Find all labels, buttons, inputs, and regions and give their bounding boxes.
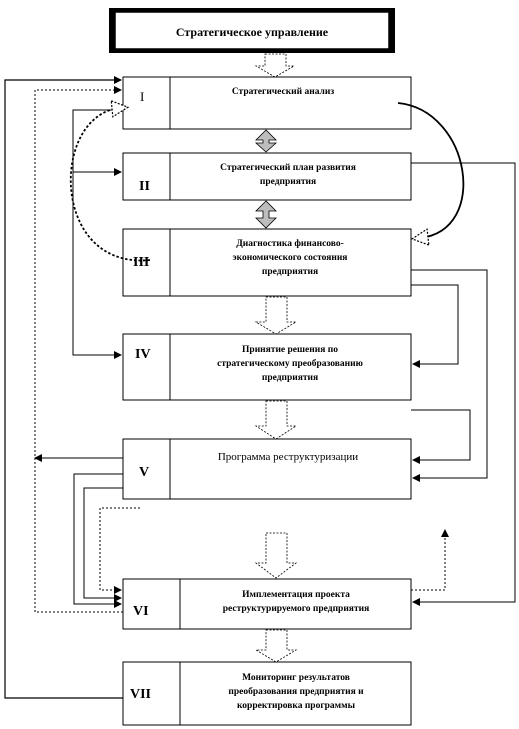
title-text: Стратегическое управление [176,25,329,39]
loop-5-to-6-a [73,473,123,608]
stage-label-3-line-2: экономического состояния [233,253,348,263]
stage-box-6: VI Имплементация проекта реструктурируем… [122,578,412,630]
stage-label-1-line-1: Стратегический анализ [232,86,335,97]
stage-label-6-line-1: Имплементация проекта [242,590,350,600]
loop-2-to-4-left [72,172,122,359]
loop-2-to-6-right [411,162,516,606]
stage-box-3: III Диагностика финансово- экономическог… [122,228,412,297]
stage-numeral-4: IV [135,347,151,362]
stage-label-7-line-2: преобразования предприятия и [228,686,364,697]
feedback-lines [4,76,516,699]
stage-label-4-line-1: Принятие решения по [242,345,338,355]
stage-label-2-line-2: предприятия [260,177,316,187]
arrow-6-to-7 [254,629,298,663]
stage-numeral-1: I [140,89,144,104]
arrow-5-to-6 [254,532,298,579]
stage-box-4: IV Принятие решения по стратегическому п… [122,333,412,401]
stage-label-4-line-2: стратегическому преобразованию [217,358,363,369]
loop-6-to-1-dotted [34,86,123,613]
stage-label-7-line-1: Мониторинг результатов [242,673,350,683]
arrow-3-to-4 [254,296,298,335]
stage-numeral-3: III [133,255,149,270]
loop-6-up-dotted [411,529,449,591]
curve-1-to-3 [397,102,465,238]
stage-numeral-5: V [139,465,149,480]
curve-3-to-1 [69,108,151,262]
stage-box-1: I Стратегический анализ [122,76,412,130]
loop-5-to-6-b [83,487,123,602]
stage-box-2: II Стратегический план развития предприя… [122,152,412,201]
stage-box-7: VII Мониторинг результатов преобразовани… [122,661,412,726]
arrow-1-to-2 [254,129,278,153]
stage-label-3-line-3: предприятия [262,267,318,277]
stage-numeral-2: II [139,179,150,194]
arrow-2-to-3 [255,200,277,229]
stage-label-5-line-1: Программа реструктуризации [218,451,358,463]
loop-3-to-5-right [411,269,488,482]
stage-label-6-line-2: реструктурируемого предприятия [223,604,369,614]
stage-numeral-6: VI [133,604,149,619]
stage-label-3-line-1: Диагностика финансово- [236,238,344,249]
loop-4-to-5-right [411,409,471,464]
loop-7-to-1 [4,76,123,699]
loop-1-to-2-left [72,109,123,176]
loop-3-to-4-right [411,284,459,368]
stage-label-4-line-3: предприятия [262,373,318,383]
stage-label-2-line-1: Стратегический план развития [220,162,356,173]
arrow-4-to-5 [254,400,298,440]
title-box: Стратегическое управление [109,8,395,53]
stage-numeral-7: VII [130,687,151,702]
loop-5-to-6-dotted [99,507,140,594]
stage-box-5: V Программа реструктуризации [122,438,412,500]
title-box-frame [114,11,390,50]
arrow-title-to-1 [254,53,296,78]
stage-label-7-line-3: корректировка программы [237,701,356,711]
connector-arrows [254,53,298,663]
